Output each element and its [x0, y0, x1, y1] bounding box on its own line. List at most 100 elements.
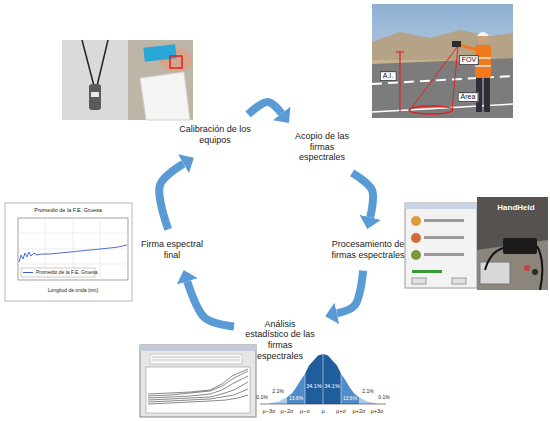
- normal-distribution-part: [269, 397, 287, 404]
- percent-label: 0.1%: [378, 395, 389, 401]
- field-photo-part: [452, 41, 461, 47]
- processing-photo-part: [412, 270, 442, 273]
- axis-tick-label: μ+3σ: [371, 408, 384, 414]
- normal-distribution-part: [359, 397, 377, 404]
- statistics-window-part: [148, 371, 248, 396]
- photo-text: HandHeld: [497, 204, 534, 213]
- calibration-photos-part: [143, 44, 176, 61]
- normal-distribution-part: [341, 374, 359, 404]
- calibration-photos-part: [128, 40, 193, 120]
- statistics-window-part: [146, 367, 250, 413]
- statistics-window-part: [140, 345, 256, 351]
- legend-sample: [23, 270, 33, 275]
- legend-entry: Promedio de la F.E. Gruesa: [23, 269, 97, 275]
- field-photo-part: [372, 30, 513, 62]
- calibration-photos: [62, 40, 193, 120]
- processing-photo-part: [424, 219, 464, 222]
- percent-label: 34.1%: [306, 383, 322, 389]
- calibration-photos-part: [62, 40, 128, 120]
- normal-distribution-part: [305, 354, 341, 404]
- cycle-arrow: [187, 281, 234, 326]
- processing-photo-part-part: [537, 246, 542, 290]
- normal-distribution-part: [323, 354, 324, 404]
- step-text: Firma espectral final: [137, 239, 208, 260]
- axis-tick-label: μ+2σ: [353, 408, 366, 414]
- processing-photo-part-part: [485, 248, 503, 270]
- cycle-arrow: [352, 173, 373, 218]
- axis-tick-label: μ−2σ: [281, 408, 294, 414]
- processing-photo-part: [411, 233, 421, 243]
- processing-photo-part-part: [532, 269, 538, 275]
- step-text: Procesamiento de firmas espectrales: [322, 239, 414, 260]
- processing-photo-part: [411, 216, 421, 226]
- statistics-window-part: [148, 395, 248, 404]
- field-photo-part: [399, 52, 400, 112]
- calibration-photos-part: [82, 40, 94, 86]
- axis-tick-label: μ+σ: [336, 408, 346, 414]
- final-signature-chart-part: [5, 203, 132, 301]
- step-text: Análisis estadístico de las firmas espec…: [244, 319, 316, 361]
- percent-label: 13.6%: [343, 396, 357, 402]
- step-label: Procesamiento de firmas espectrales: [320, 237, 416, 262]
- legend-text: Promedio de la F.E. Gruesa: [36, 269, 97, 275]
- axis-title: Longitud de onda (nm): [48, 288, 98, 294]
- annotation-label: A.I.: [380, 71, 397, 81]
- normal-distribution-part: [305, 374, 306, 404]
- percent-label: 0.1%: [256, 395, 267, 401]
- field-photo-part: [475, 65, 491, 67]
- field-photo-part: [410, 46, 458, 110]
- percent-label: 34.1%: [324, 383, 340, 389]
- processing-photo-part: [405, 203, 477, 288]
- processing-photo-part: [424, 253, 464, 256]
- axis-tick-label: μ: [321, 408, 324, 414]
- final-signature-chart: [5, 203, 132, 301]
- processing-photo-part-part: [477, 197, 548, 290]
- normal-distribution: [260, 354, 386, 404]
- cycle-arrow: [159, 164, 183, 230]
- normal-distribution-part: [341, 374, 342, 404]
- step-text: Calibración de los equipos: [172, 124, 258, 145]
- normal-distribution-part: [287, 374, 305, 404]
- processing-photo-part: [411, 250, 421, 260]
- statistics-window-part: [148, 369, 248, 394]
- calibration-photos-part: [97, 40, 108, 86]
- field-photo-part: [477, 32, 489, 36]
- final-signature-chart-part: [21, 268, 95, 277]
- field-photo-part: [475, 57, 491, 59]
- statistics-window-part: [152, 357, 240, 358]
- final-signature-chart-part: [18, 218, 128, 280]
- field-photo-part: [460, 45, 477, 50]
- annotation-label: FOV: [459, 55, 479, 65]
- field-photo-part: [409, 106, 453, 114]
- field-photo-part: [475, 45, 491, 78]
- processing-photo-part-part: [503, 238, 537, 254]
- cycle-arrow: [337, 271, 363, 314]
- processing-photo-part: [477, 197, 548, 290]
- axis-tick-label: μ−3σ: [263, 408, 276, 414]
- field-photo-part: [452, 46, 458, 110]
- processing-photo-part-part: [480, 262, 510, 284]
- calibration-photos-part: [91, 92, 99, 97]
- processing-photo-part: [405, 203, 477, 209]
- calibration-photos-part: [170, 56, 182, 68]
- field-photo-part: [372, 4, 513, 118]
- statistics-window-part: [150, 354, 242, 364]
- percent-label: 2.1%: [272, 389, 283, 395]
- statistics-window-part: [140, 345, 256, 417]
- field-photo-part: [484, 76, 490, 112]
- processing-photo-part: [452, 278, 466, 284]
- processing-photo: [405, 197, 548, 290]
- field-photo-part: [396, 51, 404, 52]
- percent-label: 2.1%: [362, 389, 373, 395]
- annotation-label: Área: [458, 92, 479, 102]
- statistics-window-part: [148, 376, 248, 398]
- processing-photo-part-part: [524, 265, 530, 271]
- legend-line: [23, 272, 33, 273]
- step-label: Calibración de los equipos: [170, 122, 260, 147]
- statistics-window-part: [152, 360, 240, 361]
